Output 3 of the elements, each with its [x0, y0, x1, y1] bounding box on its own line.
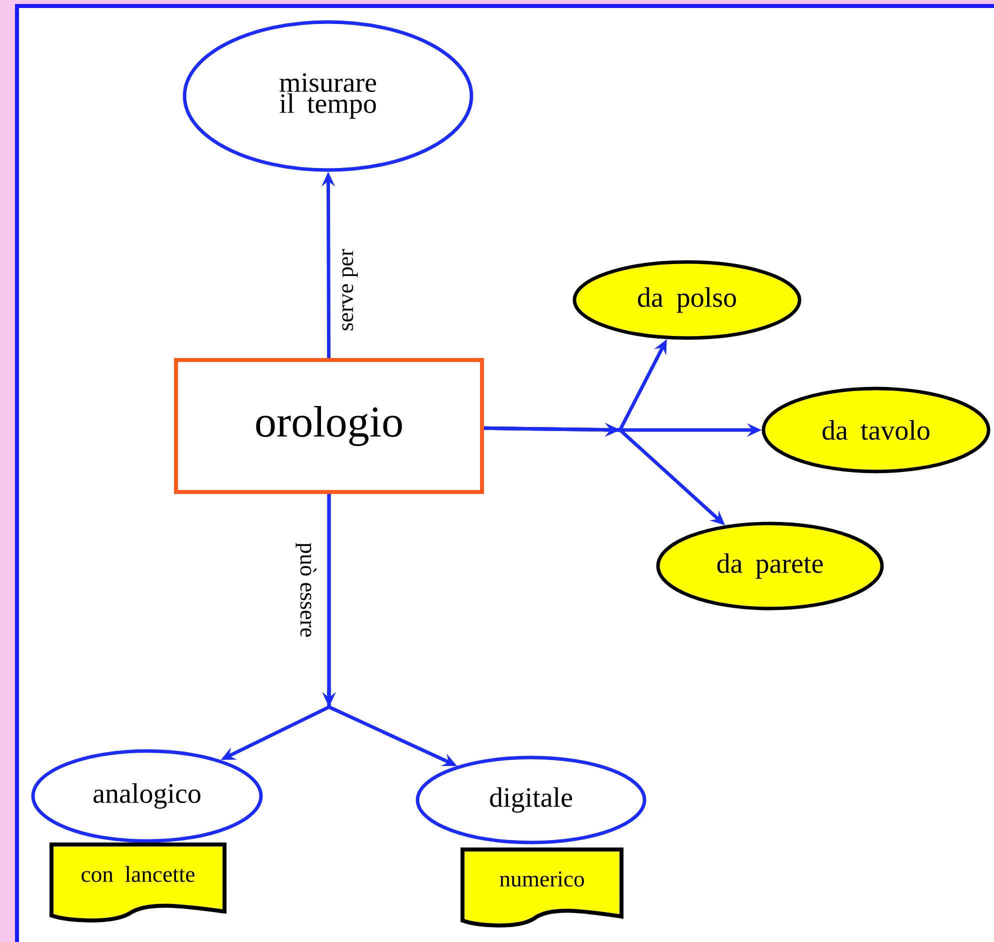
concept-box: orologio: [174, 358, 484, 494]
edge-label: serve per: [340, 247, 360, 333]
edge-label: può essere: [294, 541, 318, 639]
